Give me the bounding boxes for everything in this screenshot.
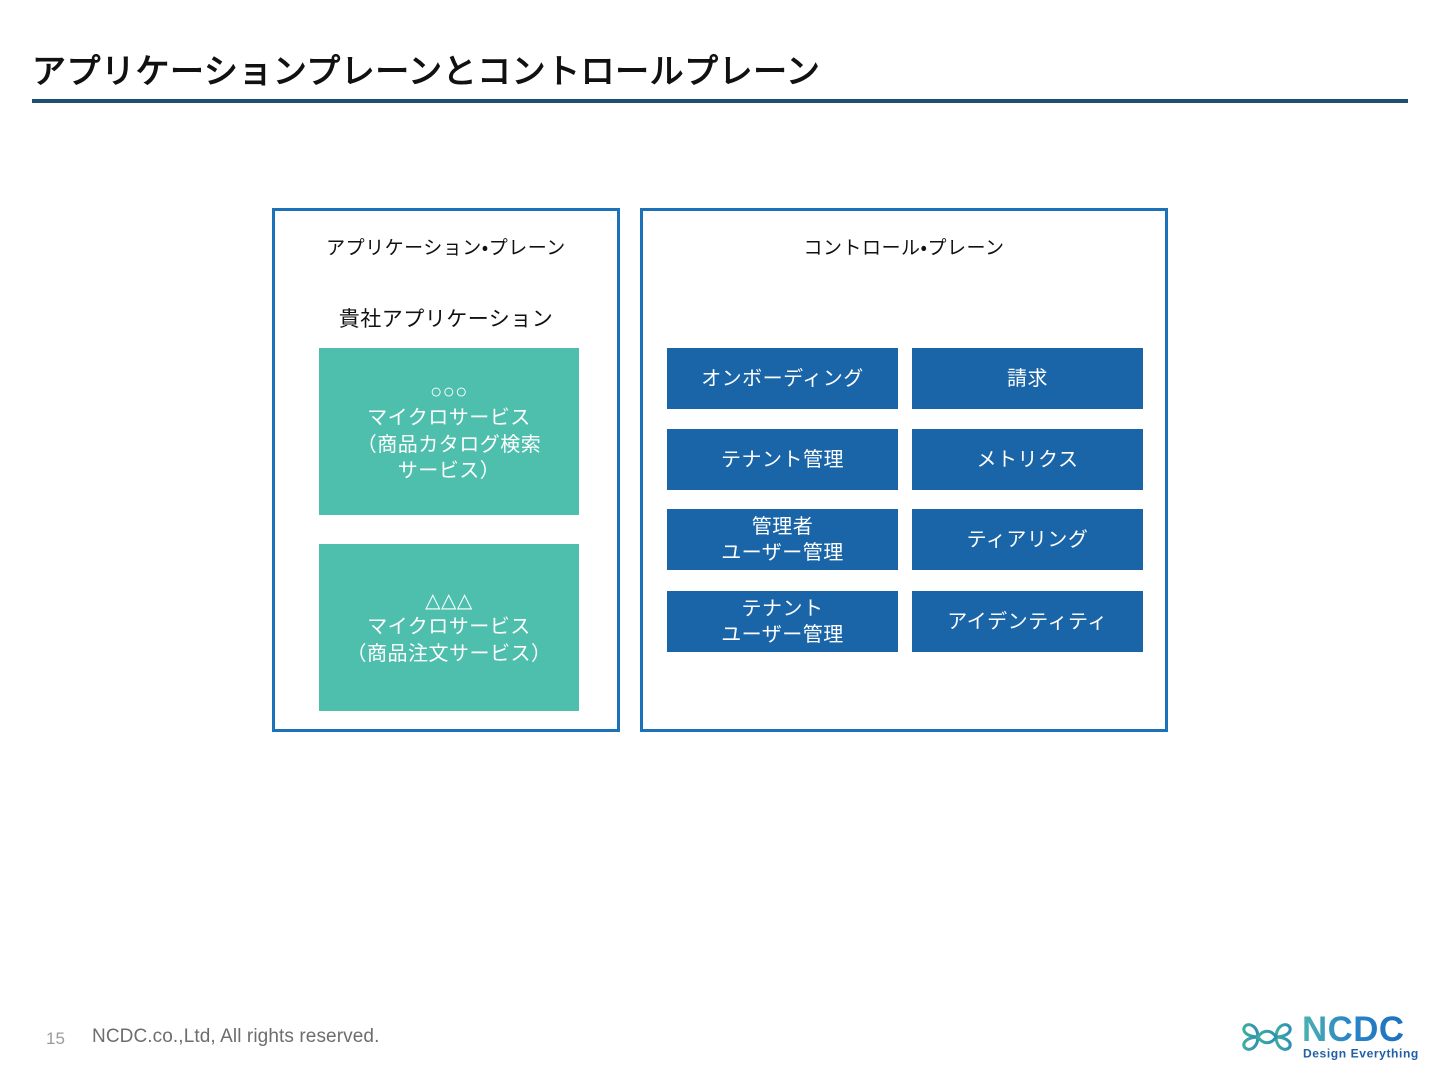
microservice-box-line: △△△ — [425, 589, 473, 612]
page-title: アプリケーションプレーンとコントロールプレーン — [32, 53, 821, 91]
title-divider — [32, 99, 1408, 103]
control-box-line: ティアリング — [966, 528, 1089, 551]
page-number: 15 — [46, 1029, 65, 1048]
control-box-line: テナント — [741, 597, 824, 620]
application-plane-panel: アプリケーション・プレーン 貴社アプリケーション ○○○ マイクロサービス （商… — [272, 208, 620, 732]
ncdc-flower-mark — [1242, 1023, 1292, 1051]
control-box-line: テナント管理 — [721, 448, 844, 471]
control-box-line: 請求 — [1007, 367, 1048, 390]
control-plane-panel: コントロール・プレーン オンボーディング 請求 テナント管理 メトリクス 管理者… — [640, 208, 1168, 732]
microservice-box-catalog-search[interactable]: ○○○ マイクロサービス （商品カタログ検索 サービス） — [319, 348, 579, 515]
application-plane-subheading: 貴社アプリケーション — [338, 308, 554, 331]
ncdc-wordmark: NCDC Design Everything — [1302, 1010, 1418, 1060]
control-box-line: メトリクス — [976, 448, 1079, 471]
control-box-line: アイデンティティ — [947, 610, 1108, 633]
control-box-line: ユーザー管理 — [721, 623, 844, 646]
control-box-identity[interactable]: アイデンティティ — [912, 591, 1143, 652]
control-box-onboarding[interactable]: オンボーディング — [667, 348, 898, 409]
control-box-tenant-management[interactable]: テナント管理 — [667, 429, 898, 490]
control-box-tiering[interactable]: ティアリング — [912, 509, 1143, 570]
microservice-box-line: サービス） — [397, 459, 501, 482]
microservice-box-line: マイクロサービス — [367, 616, 531, 639]
control-box-line: ユーザー管理 — [721, 541, 844, 564]
control-box-metrics[interactable]: メトリクス — [912, 429, 1143, 490]
microservice-box-line: （商品カタログ検索 — [356, 433, 542, 456]
ncdc-wordmark-text: NCDC — [1302, 1010, 1404, 1049]
control-box-line: 管理者 — [751, 515, 814, 538]
ncdc-tagline: Design Everything — [1303, 1046, 1418, 1060]
copyright-text: NCDC.co.,Ltd, All rights reserved. — [92, 1026, 380, 1047]
microservice-box-line: マイクロサービス — [367, 407, 531, 430]
microservice-box-order[interactable]: △△△ マイクロサービス （商品注文サービス） — [319, 544, 579, 711]
control-box-billing[interactable]: 請求 — [912, 348, 1143, 409]
control-plane-heading: コントロール・プレーン — [803, 238, 1005, 259]
control-box-tenant-user-management[interactable]: テナント ユーザー管理 — [667, 591, 898, 652]
microservice-box-line: （商品注文サービス） — [346, 642, 552, 665]
control-box-admin-user-management[interactable]: 管理者 ユーザー管理 — [667, 509, 898, 570]
ncdc-logo: NCDC Design Everything — [1238, 1008, 1418, 1066]
microservice-box-line: ○○○ — [430, 380, 468, 403]
control-box-line: オンボーディング — [701, 367, 864, 390]
application-plane-heading: アプリケーション・プレーン — [326, 238, 566, 259]
